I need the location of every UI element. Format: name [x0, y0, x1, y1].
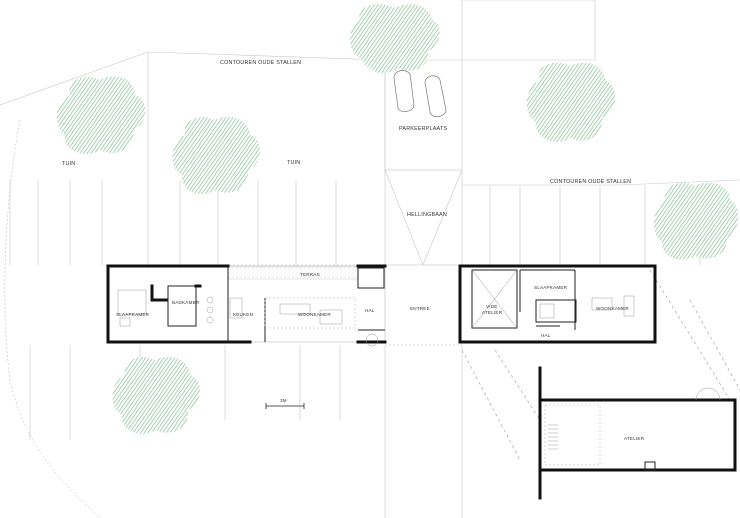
label-atelier: ATELIER: [624, 436, 645, 441]
label-ramp: HELLINGBAAN: [407, 212, 447, 218]
label-entrance: ENTREE: [410, 306, 430, 311]
label-bathroom: BADKAMER: [172, 300, 200, 305]
label-garden-mid: TUIN: [287, 160, 300, 166]
label-parking: PARKEERPLAATS: [399, 126, 447, 132]
right-dwelling: [458, 264, 657, 344]
label-bedroom-right: SLAAPKAMER: [534, 285, 568, 290]
terrace-paving: [227, 266, 359, 280]
tree-icon: [350, 4, 440, 73]
label-living-right: WOONKAMER: [596, 306, 629, 311]
tree-icon: [172, 116, 260, 195]
car-icon: [393, 70, 415, 112]
label-hall-left: HAL: [365, 308, 375, 313]
label-bedroom-left: SLAAPKAMER: [116, 312, 150, 317]
tree-icon: [112, 356, 200, 435]
atelier-building: [538, 366, 737, 500]
scale-bar: [265, 403, 305, 409]
tree-icon: [654, 182, 738, 260]
label-void-atelier: ATELIER: [482, 310, 503, 315]
label-contour-right: CONTOUREN OUDE STALLEN: [550, 179, 631, 185]
label-contour-top: CONTOUREN OUDE STALLEN: [220, 60, 301, 66]
trees: [56, 4, 738, 435]
car-icon: [424, 75, 447, 118]
parked-cars: [393, 70, 447, 118]
label-hall-right: HAL: [541, 333, 551, 338]
label-void: VIDE: [486, 304, 498, 309]
stairs: [548, 424, 558, 450]
tree-icon: [526, 62, 616, 143]
tree-icon: [56, 76, 146, 155]
left-dwelling: [106, 264, 387, 347]
room-labels: CONTOUREN OUDE STALLEN PARKEERPLAATS TUI…: [62, 60, 645, 441]
label-kitchen: KEUKEN: [233, 312, 253, 317]
label-terrace: TERRAS: [300, 272, 320, 277]
label-garden-left: TUIN: [62, 161, 75, 167]
label-living-left: WOONKAMER: [298, 312, 331, 317]
label-scale: 3M: [280, 398, 287, 403]
